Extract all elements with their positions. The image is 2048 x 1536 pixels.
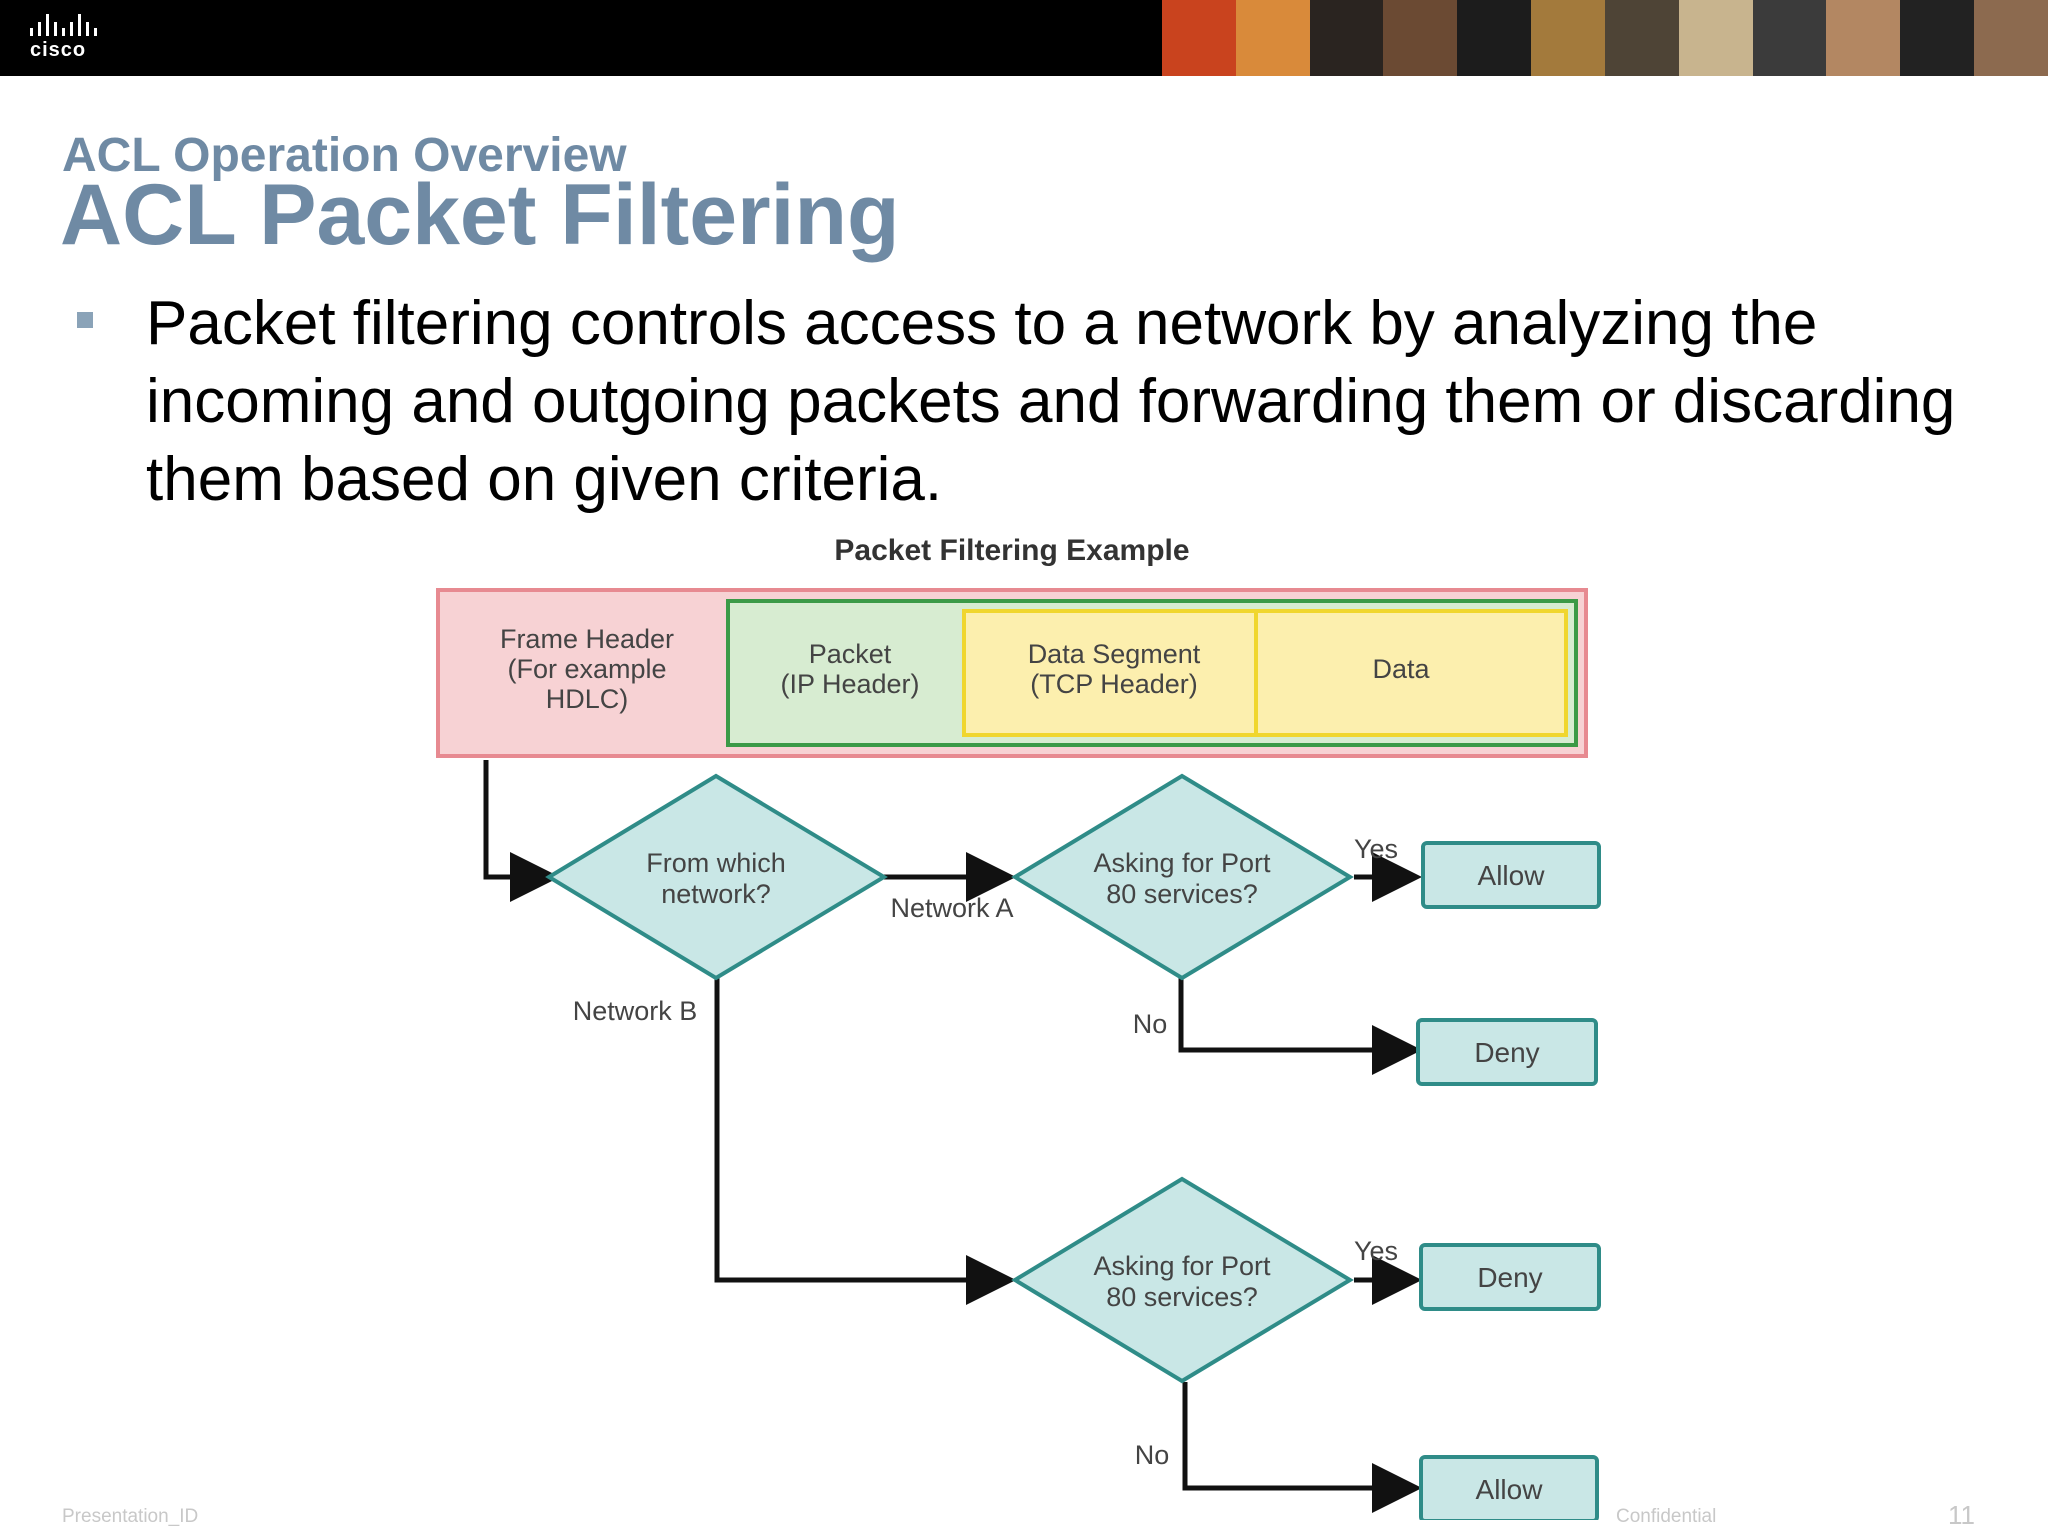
photo-tile (1162, 0, 1236, 76)
decision-from-which-network (545, 773, 888, 981)
photo-tile (1457, 0, 1532, 76)
footer-page-number: 11 (1948, 1500, 1975, 1530)
bullet-square-icon (77, 312, 93, 328)
decision-port80-network-b (1011, 1176, 1354, 1384)
result-deny-1 (1416, 1018, 1598, 1086)
arrow-frame-to-decision1 (483, 760, 560, 902)
frame-header-label-3: HDLC) (546, 684, 629, 714)
decision-port80-network-a (1011, 773, 1354, 981)
decision2-label-1: Asking for Port (1093, 848, 1271, 878)
data-label: Data (1372, 654, 1430, 684)
yes-label-1: Yes (1354, 834, 1398, 864)
result-deny-2 (1419, 1243, 1601, 1311)
arrow-network-b (714, 978, 1016, 1305)
packet-label-1: Packet (809, 639, 892, 669)
photo-tile (1531, 0, 1605, 76)
yes-label-2: Yes (1354, 1236, 1398, 1266)
photo-tile (1900, 0, 1975, 76)
decision1-label-2: network? (661, 879, 771, 909)
cisco-wordmark: cisco (30, 39, 87, 61)
photo-tile (1604, 0, 1679, 76)
photo-tile (1309, 0, 1384, 76)
packet-filtering-diagram: Packet Filtering Example Frame Header (F… (436, 534, 1601, 1520)
bullet-text: Packet filtering controls access to a ne… (146, 289, 1956, 514)
photo-tile (1752, 0, 1827, 76)
result-allow-2-label: Allow (1476, 1474, 1544, 1505)
decision1-label-1: From which (646, 848, 786, 878)
diagram-heading: Packet Filtering Example (834, 534, 1189, 567)
photo-tile (1974, 0, 2048, 76)
result-allow-1 (1421, 841, 1601, 909)
decision2-label-2: 80 services? (1106, 879, 1258, 909)
slide-title: ACL Packet Filtering (60, 167, 900, 263)
segment-label-1: Data Segment (1028, 639, 1201, 669)
photo-strip (1162, 0, 2048, 76)
result-allow-2 (1419, 1455, 1599, 1520)
decision3-label-2: 80 services? (1106, 1282, 1258, 1312)
result-allow-1-label: Allow (1478, 860, 1546, 891)
segment-box (962, 609, 1568, 737)
no-label-2: No (1135, 1440, 1170, 1470)
segment-label-2: (TCP Header) (1030, 669, 1198, 699)
network-a-label: Network A (890, 893, 1013, 923)
slide-subtitle: ACL Operation Overview (62, 129, 627, 182)
footer-presentation-id: Presentation_ID (62, 1506, 199, 1527)
decision3-label-1: Asking for Port (1093, 1251, 1271, 1281)
frame-header-label-1: Frame Header (500, 624, 674, 654)
cisco-logo: cisco (30, 14, 140, 64)
no-label-1: No (1133, 1009, 1168, 1039)
top-banner: cisco (0, 0, 2048, 76)
photo-tile (1235, 0, 1310, 76)
cisco-bars-icon (30, 14, 140, 36)
result-deny-1-label: Deny (1474, 1037, 1539, 1068)
arrow-no1 (1178, 978, 1422, 1075)
result-deny-2-label: Deny (1477, 1262, 1542, 1293)
photo-tile (1678, 0, 1753, 76)
network-b-label: Network B (573, 996, 698, 1026)
photo-tile (1383, 0, 1458, 76)
arrow-no2 (1182, 1382, 1422, 1513)
photo-tile (1826, 0, 1901, 76)
packet-label-2: (IP Header) (780, 669, 919, 699)
frame-header-label-2: (For example (507, 654, 666, 684)
footer-confidential: Confidential (1616, 1506, 1717, 1527)
